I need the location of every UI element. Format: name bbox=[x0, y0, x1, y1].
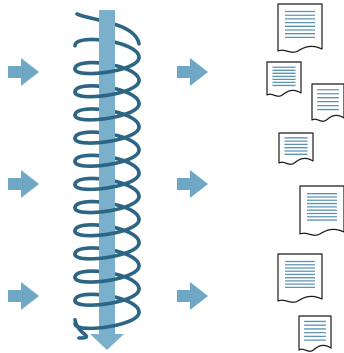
input-arrows bbox=[8, 58, 39, 310]
coil-front-strand bbox=[73, 101, 141, 122]
down-shaft-arrow bbox=[90, 10, 124, 350]
coil-front-strand bbox=[73, 148, 141, 168]
document-icon bbox=[277, 3, 323, 53]
document-icon bbox=[278, 132, 314, 165]
arrow-right-icon bbox=[8, 58, 39, 86]
coil-lead-bottom bbox=[73, 317, 89, 340]
coil-front-strand bbox=[73, 287, 141, 307]
coil-front-strand bbox=[73, 55, 141, 76]
arrow-right-icon bbox=[8, 282, 39, 310]
document-icon bbox=[298, 315, 332, 352]
arrow-down-icon bbox=[90, 334, 124, 350]
coil-front-strand bbox=[73, 264, 141, 284]
arrow-right-icon bbox=[8, 170, 39, 198]
arrow-right-icon bbox=[177, 282, 208, 310]
coil-front-strand bbox=[73, 78, 141, 99]
coil-front-strand bbox=[73, 171, 141, 192]
coil-front-strand bbox=[73, 194, 141, 215]
output-arrows bbox=[177, 58, 208, 310]
document-stack bbox=[266, 3, 344, 352]
arrow-right-icon bbox=[177, 170, 208, 198]
coil-front-strands bbox=[73, 55, 141, 340]
document-icon bbox=[311, 83, 344, 122]
document-icon bbox=[277, 253, 323, 303]
document-icon bbox=[266, 61, 302, 97]
document-icon bbox=[299, 185, 344, 236]
arrow-right-icon bbox=[177, 58, 208, 86]
coil-front-strand bbox=[73, 240, 141, 261]
coil-front-strand bbox=[73, 125, 141, 145]
coil-front-strand bbox=[73, 217, 141, 238]
shaft-bar bbox=[99, 10, 115, 334]
